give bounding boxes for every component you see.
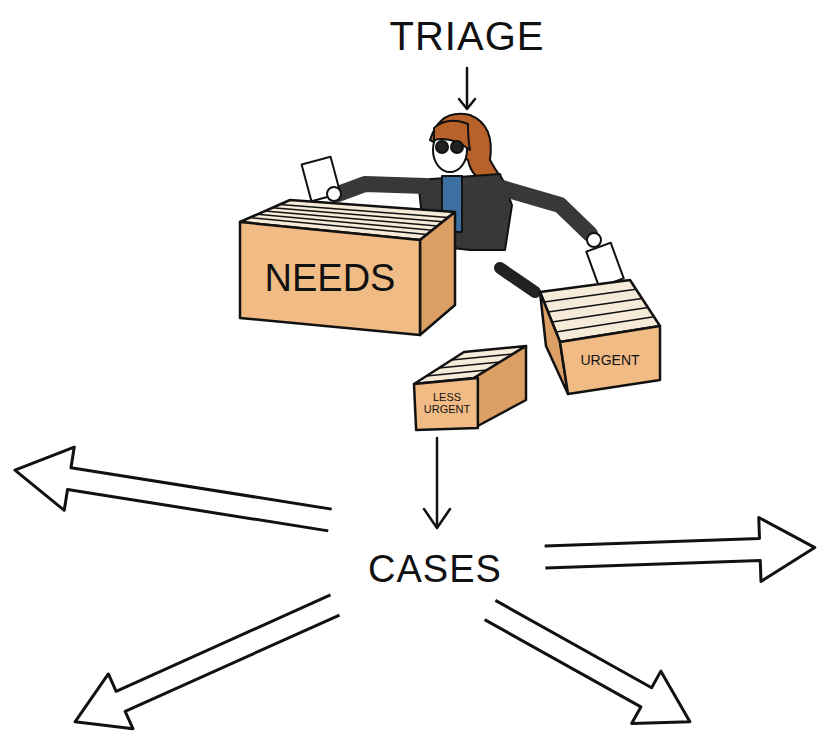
- arrow-head: [424, 509, 450, 528]
- arrow-shaft: [436, 438, 439, 526]
- needs-box-body: [240, 200, 455, 335]
- file: [280, 204, 448, 217]
- right-arm: [495, 186, 590, 234]
- needs-box: NEEDS: [238, 222, 422, 335]
- arrow-outline: [10, 438, 335, 551]
- box-outline: [240, 222, 420, 335]
- label: CASES: [368, 548, 502, 591]
- outline-arrow: [475, 584, 704, 736]
- less-urgent-tray: LESS URGENT: [414, 378, 480, 430]
- file: [452, 354, 514, 360]
- box-label: URGENT: [580, 353, 639, 368]
- urgent-tray: URGENT: [560, 326, 660, 394]
- file: [548, 298, 642, 312]
- down-arrow: [424, 438, 450, 528]
- file: [427, 370, 488, 376]
- urgent-tray-body: [540, 280, 660, 394]
- left-arm: [338, 184, 425, 194]
- hand: [327, 187, 341, 201]
- leg: [500, 268, 535, 292]
- glasses-lens: [451, 141, 463, 153]
- file: [544, 289, 636, 302]
- box-side: [420, 212, 455, 335]
- files: [427, 354, 514, 376]
- outline-arrows: [10, 438, 816, 736]
- box-outline: [560, 326, 660, 394]
- title-arrow: [459, 68, 475, 109]
- files: [544, 289, 654, 332]
- paper: [302, 157, 341, 201]
- outline-arrow: [544, 516, 816, 589]
- outline-arrow: [63, 578, 348, 736]
- outline-arrow: [10, 438, 335, 551]
- box-label: LESS URGENT: [418, 392, 476, 415]
- arrow-outline: [475, 584, 704, 736]
- arrow-head: [459, 99, 475, 109]
- file: [439, 362, 500, 368]
- glasses-lens: [436, 141, 448, 153]
- hand: [587, 233, 601, 247]
- box-label: NEEDS: [265, 259, 396, 299]
- box-outline: [414, 378, 478, 430]
- title: TRIAGE: [390, 14, 545, 59]
- tray-side: [474, 346, 526, 428]
- arrow-outline: [63, 578, 348, 736]
- arrow-outline: [544, 516, 816, 589]
- arrow-shaft: [466, 68, 469, 108]
